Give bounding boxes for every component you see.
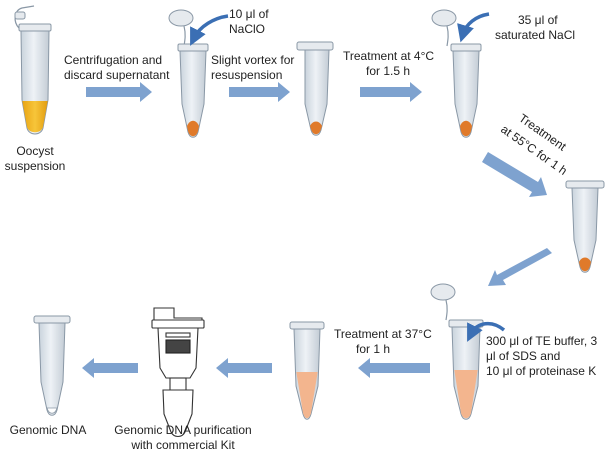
label-vortex-line2: resuspension <box>211 68 282 82</box>
pellet <box>187 120 199 137</box>
tube-oocyst-suspension <box>14 5 52 135</box>
label-te-buffer-line3: 10 μl of proteinase K <box>486 364 596 378</box>
pellet <box>310 121 322 135</box>
label-nacl-line2: saturated NaCl <box>495 28 575 42</box>
label-oocyst-line1: Oocyst <box>16 144 54 158</box>
digest-fill <box>296 372 318 419</box>
label-oocyst-line2: suspension <box>5 159 66 173</box>
arrow-vortex <box>229 82 290 102</box>
lysate-fill <box>454 370 478 419</box>
arrow-to-lysis <box>488 248 552 286</box>
silica-membrane <box>165 339 191 354</box>
label-vortex-line1: Slight vortex for <box>211 53 294 67</box>
arrow-treatment-55c <box>482 152 547 197</box>
label-naclo-line1: 10 μl of <box>229 7 269 21</box>
label-treatment-37c-line1: Treatment at 37°C <box>334 327 432 341</box>
label-purification-line1: Genomic DNA purification <box>114 423 251 437</box>
tube-after-centrifugation <box>168 9 209 138</box>
label-treatment-4c-line2: for 1.5 h <box>366 64 410 78</box>
tube-genomic-dna <box>33 315 71 416</box>
spin-column-kit <box>151 307 205 438</box>
label-genomic-dna: Genomic DNA <box>10 423 87 437</box>
arrow-centrifugation <box>86 82 152 102</box>
tube-37c-treatment <box>289 321 325 420</box>
pellet <box>460 120 472 137</box>
label-purification-line2: with commercial Kit <box>130 438 235 452</box>
arrow-to-genomic-dna <box>82 358 138 378</box>
arrow-to-purification <box>216 358 272 378</box>
arrow-treatment-4c <box>360 82 422 102</box>
label-centrifugation-line1: Centrifugation and <box>64 53 162 67</box>
tube-55c-treatment <box>565 180 605 273</box>
label-nacl-line1: 35 μl of <box>518 13 558 27</box>
label-naclo-line2: NaClO <box>229 22 265 36</box>
label-treatment-4c-line1: Treatment at 4°C <box>343 49 434 63</box>
tube-resuspended <box>296 41 334 136</box>
arrow-treatment-37c <box>358 358 430 378</box>
tube-nacl-addition <box>431 9 482 138</box>
curved-arrow-nacl <box>457 12 490 43</box>
curved-arrow-naclo <box>190 14 229 46</box>
label-centrifugation-line2: discard supernatant <box>64 68 170 82</box>
oocyst-suspension-fill <box>22 101 48 133</box>
tube-lysis-mix <box>430 283 484 420</box>
curved-arrow-te <box>467 321 506 342</box>
label-te-buffer-line2: μl of SDS and <box>486 349 560 363</box>
label-treatment-37c-line2: for 1 h <box>356 342 390 356</box>
pellet <box>579 257 591 272</box>
label-te-buffer-line1: 300 μl of TE buffer, 3 <box>486 334 598 348</box>
